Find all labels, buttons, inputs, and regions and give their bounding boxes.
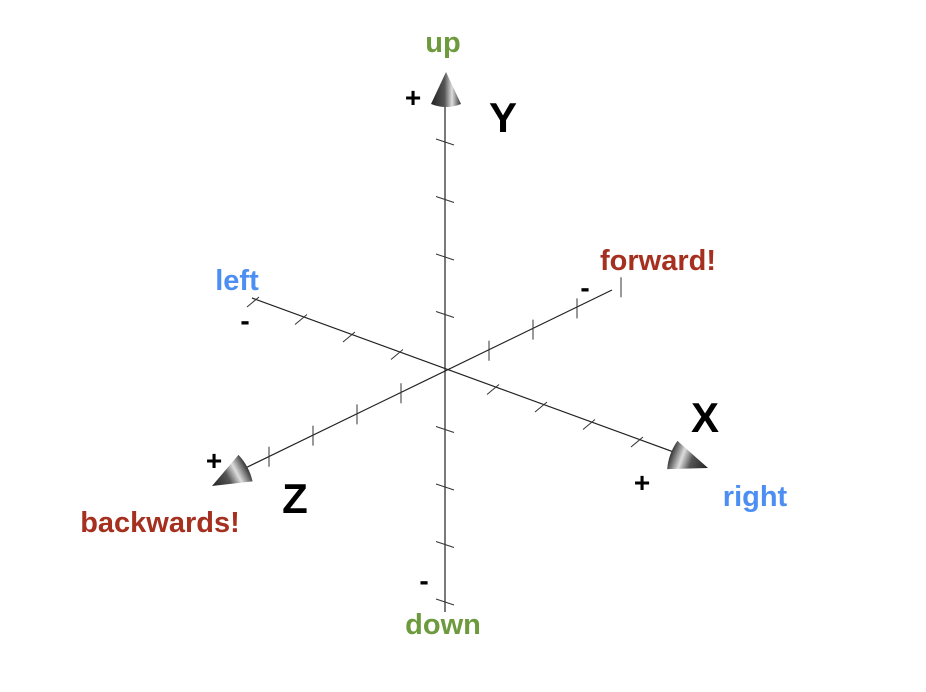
y-axis-tick	[435, 541, 455, 548]
x-axis-line	[251, 297, 691, 459]
z-cone-icon	[212, 454, 253, 486]
x-plus-sign: +	[634, 467, 650, 498]
x-axis-tick	[534, 401, 548, 413]
axis-name-z: Z	[282, 475, 308, 522]
x-axis-tick	[246, 296, 260, 308]
axis-name-y: Y	[489, 94, 517, 141]
y-minus-sign: -	[419, 565, 428, 596]
y-axis-tick	[435, 138, 455, 146]
y-axis-tick	[435, 196, 455, 203]
x-axis-tick	[630, 436, 644, 448]
label-backwards: backwards!	[80, 507, 240, 539]
y-axis-tick	[435, 311, 455, 318]
x-axis-tick	[294, 314, 308, 325]
label-up: up	[425, 27, 460, 59]
z-axis-line	[234, 289, 613, 474]
x-axis-tick	[486, 384, 500, 395]
z-plus-sign: +	[206, 445, 222, 476]
z-minus-sign: -	[580, 272, 589, 303]
label-right: right	[723, 481, 788, 513]
label-down: down	[405, 609, 481, 641]
x-axis-tick	[582, 419, 596, 430]
y-cone-icon	[431, 72, 461, 107]
y-axis-tick	[435, 253, 455, 261]
y-axis-tick	[435, 483, 455, 491]
y-axis-tick	[435, 426, 455, 433]
label-forward: forward!	[600, 245, 716, 277]
x-minus-sign: -	[240, 305, 249, 336]
x-axis-tick	[390, 349, 404, 360]
y-plus-sign: +	[405, 82, 421, 113]
y-axis-tick	[435, 598, 455, 606]
x-axis-tick	[342, 331, 356, 343]
label-left: left	[215, 265, 259, 297]
axis-name-x: X	[691, 394, 719, 441]
x-cone-icon	[667, 440, 708, 470]
